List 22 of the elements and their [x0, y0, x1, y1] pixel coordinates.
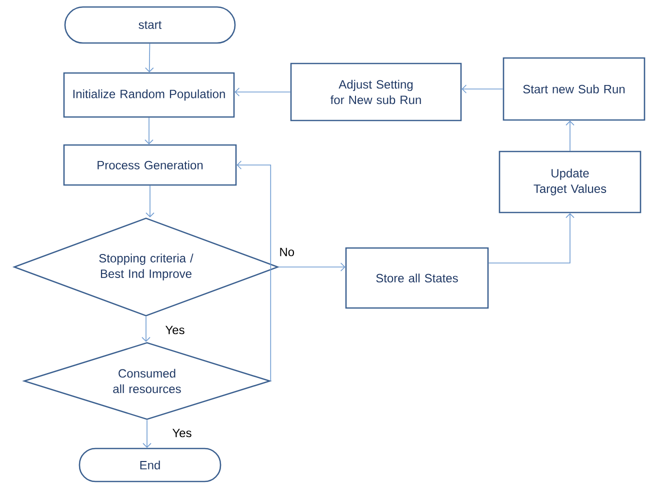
edge-label: No	[278, 246, 296, 258]
arrow	[142, 316, 150, 342]
terminal-pill: End	[78, 448, 222, 482]
arrow	[462, 84, 504, 94]
arrow	[278, 262, 346, 272]
process-box: Adjust Setting for New sub Run	[290, 62, 462, 122]
terminal-pill: start	[64, 6, 236, 44]
arrow	[488, 213, 574, 264]
edge-label: Yes	[171, 428, 193, 438]
arrow	[234, 88, 291, 96]
arrow	[236, 160, 272, 382]
arrow	[146, 185, 154, 218]
edge-label: Yes	[164, 324, 186, 336]
arrow	[144, 117, 154, 144]
process-box: Store all States	[345, 247, 489, 309]
arrow	[142, 420, 152, 448]
process-box: Process Generation	[63, 144, 237, 186]
process-box: Initialize Random Population	[63, 72, 235, 118]
arrow	[144, 43, 154, 72]
arrow	[566, 120, 574, 152]
process-box: Update Target Values	[498, 150, 642, 214]
process-box: Start new Sub Run	[502, 57, 646, 121]
